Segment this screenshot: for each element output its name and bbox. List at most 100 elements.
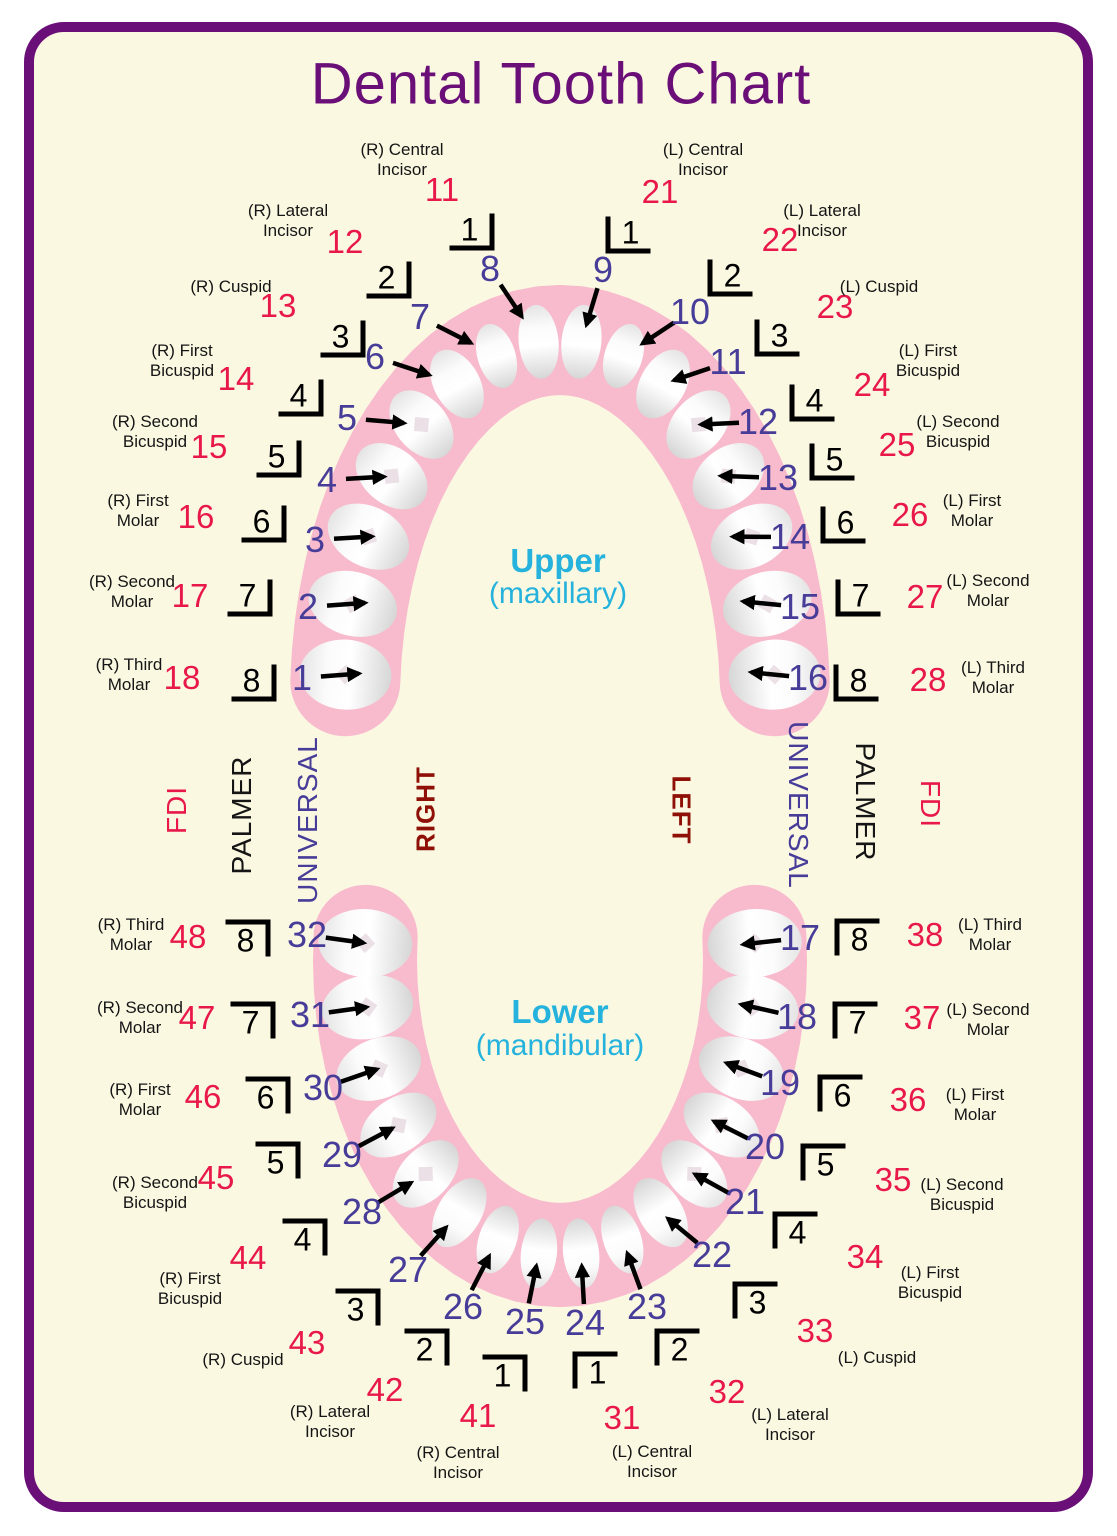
tooth-name: (L) First Bicuspid — [895, 340, 961, 380]
universal-number: 6 — [364, 336, 386, 377]
tooth-name: (R) First Molar — [107, 490, 169, 530]
fdi-number: 34 — [846, 1238, 884, 1275]
tooth-name: (L) Central Incisor — [662, 139, 744, 179]
tooth-name: (L) Lateral Incisor — [783, 200, 861, 240]
universal-number: 13 — [757, 457, 799, 498]
arrow-icon — [498, 283, 524, 320]
tooth-name: (L) Lateral Incisor — [751, 1404, 829, 1444]
arrow-icon — [710, 1119, 750, 1141]
palmer-number: 3 — [732, 1281, 778, 1319]
arrow-icon — [340, 1065, 381, 1084]
palmer-number: 8 — [834, 918, 880, 956]
fdi-number: 17 — [171, 577, 209, 614]
palmer-number: 7 — [230, 1001, 276, 1039]
universal-number: 18 — [776, 996, 818, 1037]
lower-arch-caption: Lower — [511, 993, 609, 1030]
palmer-number: 5 — [809, 443, 855, 481]
fdi-number: 32 — [708, 1373, 746, 1410]
tooth-name: (R) Second Molar — [89, 571, 175, 611]
palmer-number: 3 — [335, 1288, 381, 1326]
universal-number: 2 — [297, 586, 319, 627]
arrow-icon — [582, 287, 600, 329]
tooth-name: (R) Second Bicuspid — [112, 1172, 198, 1212]
arrow-icon — [419, 1224, 449, 1258]
upper-arch-caption: Upper — [510, 542, 606, 579]
upper-arch-caption-sub: (maxillary) — [488, 577, 628, 610]
palmer-axis-label-left: PALMER — [226, 755, 257, 875]
universal-number: 4 — [316, 459, 338, 500]
tooth-name: (L) Third Molar — [961, 657, 1025, 697]
universal-number: 5 — [336, 397, 358, 438]
fdi-number: 46 — [184, 1078, 222, 1115]
fdi-number: 28 — [909, 661, 947, 698]
fdi-number: 16 — [177, 498, 215, 535]
tooth-upper_left-universal-11 — [636, 349, 690, 419]
universal-number: 14 — [769, 516, 811, 557]
fdi-axis-label-right: FDI — [915, 779, 946, 829]
arrow-icon — [435, 323, 475, 345]
universal-number: 28 — [341, 1191, 383, 1232]
palmer-number: 8 — [231, 664, 277, 702]
arrow-icon — [739, 594, 782, 611]
arrow-icon — [717, 468, 760, 484]
universal-number: 25 — [504, 1301, 546, 1342]
fdi-number: 36 — [889, 1081, 927, 1118]
fdi-number: 33 — [796, 1312, 834, 1349]
universal-number: 26 — [442, 1286, 484, 1327]
tooth-name: (R) Cuspid — [202, 1349, 284, 1369]
left-side-label: LEFT — [666, 775, 697, 845]
tooth-name: (R) First Bicuspid — [157, 1268, 223, 1308]
palmer-number: 2 — [366, 261, 412, 299]
tooth-name: (R) Central Incisor — [416, 1442, 500, 1482]
palmer-number: 2 — [654, 1328, 700, 1366]
arrow-icon — [574, 1262, 591, 1305]
palmer-number: 3 — [320, 320, 366, 358]
palmer-number: 1 — [482, 1354, 528, 1392]
universal-number: 10 — [669, 291, 711, 332]
palmer-number: 7 — [832, 1001, 878, 1039]
universal-number: 3 — [304, 519, 326, 560]
tooth-name: (L) Third Molar — [958, 914, 1022, 954]
tooth-upper_right-universal-7 — [475, 323, 518, 389]
fdi-number: 35 — [874, 1161, 912, 1198]
fdi-number: 44 — [229, 1239, 267, 1276]
fdi-number: 22 — [761, 221, 799, 258]
arrow-icon — [469, 1252, 492, 1292]
tooth-name: (R) Second Molar — [97, 997, 183, 1037]
tooth-name: (R) Third Molar — [97, 914, 165, 954]
palmer-number: 5 — [256, 440, 302, 478]
universal-number: 7 — [409, 296, 431, 337]
tooth-name: (L) First Molar — [942, 490, 1002, 530]
right-side-label: RIGHT — [410, 766, 441, 852]
arrow-icon — [357, 1126, 396, 1149]
arrow-icon — [365, 414, 408, 430]
fdi-number: 25 — [878, 426, 916, 463]
tooth-name: (L) Second Molar — [946, 570, 1030, 610]
lower-arch-caption-sub: (mandibular) — [475, 1029, 645, 1062]
fdi-number: 14 — [217, 360, 255, 397]
tooth-name: (L) Cuspid — [839, 276, 919, 296]
arrow-icon — [333, 529, 376, 545]
universal-number: 32 — [286, 914, 328, 955]
arrow-icon — [697, 416, 740, 432]
arrow-icon — [377, 1180, 415, 1205]
arrow-icon — [328, 1001, 371, 1017]
palmer-axis-label-right: PALMER — [850, 742, 881, 862]
tooth-name: (R) Second Bicuspid — [112, 411, 198, 451]
tooth-name: (R) Cuspid — [190, 276, 272, 296]
fdi-number: 31 — [603, 1399, 641, 1436]
tooth-name: (L) Central Incisor — [611, 1441, 693, 1481]
arrow-icon — [345, 469, 388, 486]
palmer-number: 8 — [833, 664, 879, 702]
universal-number: 17 — [779, 917, 821, 958]
tooth-name: (L) Second Bicuspid — [920, 1174, 1004, 1214]
tooth-name: (L) Cuspid — [837, 1347, 917, 1367]
fdi-number: 37 — [903, 999, 941, 1036]
universal-number: 21 — [724, 1181, 766, 1222]
fdi-axis-label-left: FDI — [161, 785, 192, 835]
palmer-number: 2 — [707, 259, 753, 297]
palmer-number: 4 — [282, 1218, 328, 1256]
tooth-name: (L) First Molar — [945, 1084, 1005, 1124]
arrow-icon — [624, 1249, 643, 1290]
